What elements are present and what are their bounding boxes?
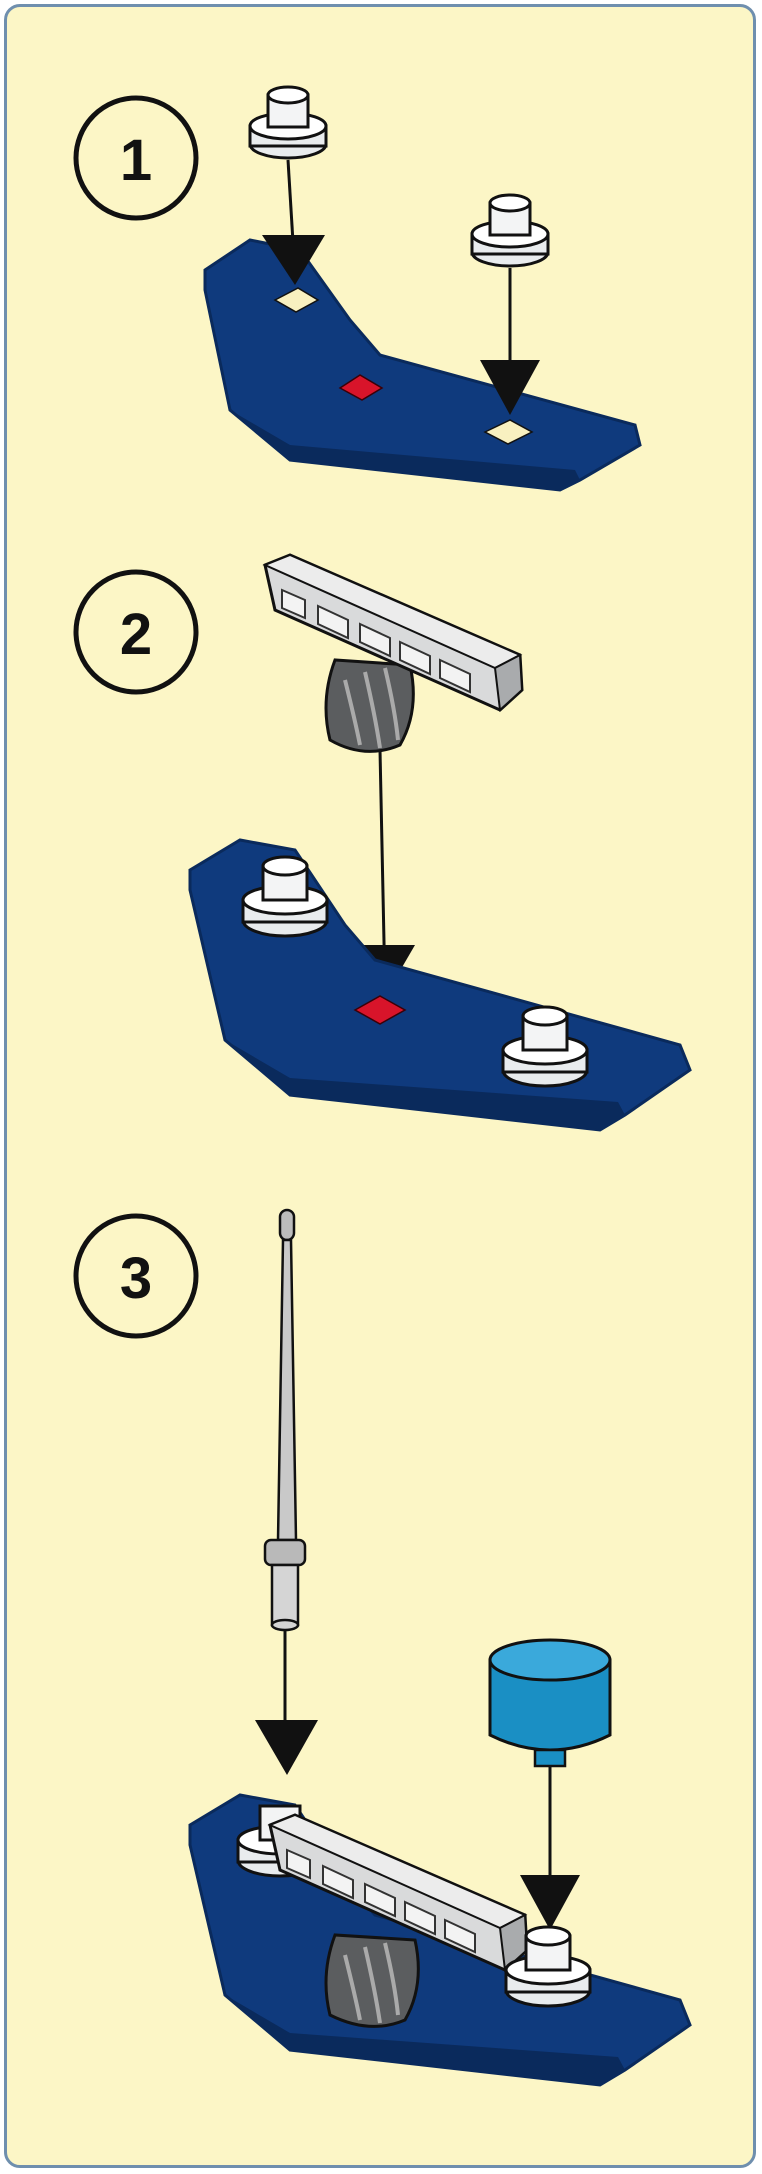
antenna-icon [265, 1210, 305, 1630]
nut-icon [250, 87, 326, 158]
cap-icon [490, 1640, 610, 1766]
arrow-down-icon [255, 1720, 318, 1775]
mount-bar-icon [265, 555, 522, 751]
step-number-3: 3 [76, 1216, 196, 1336]
step-number-1-label: 1 [120, 128, 152, 193]
base-plate-icon [205, 240, 640, 490]
step-2: 2 [76, 555, 690, 1130]
step-number-2: 2 [76, 572, 196, 692]
step-3: 3 [76, 1210, 690, 2085]
arrow-down-icon [520, 1875, 580, 1930]
step-1: 1 [76, 87, 640, 490]
step-number-3-label: 3 [120, 1246, 152, 1311]
nut-icon [472, 195, 548, 266]
step-number-2-label: 2 [120, 602, 152, 667]
step-number-1: 1 [76, 98, 196, 218]
